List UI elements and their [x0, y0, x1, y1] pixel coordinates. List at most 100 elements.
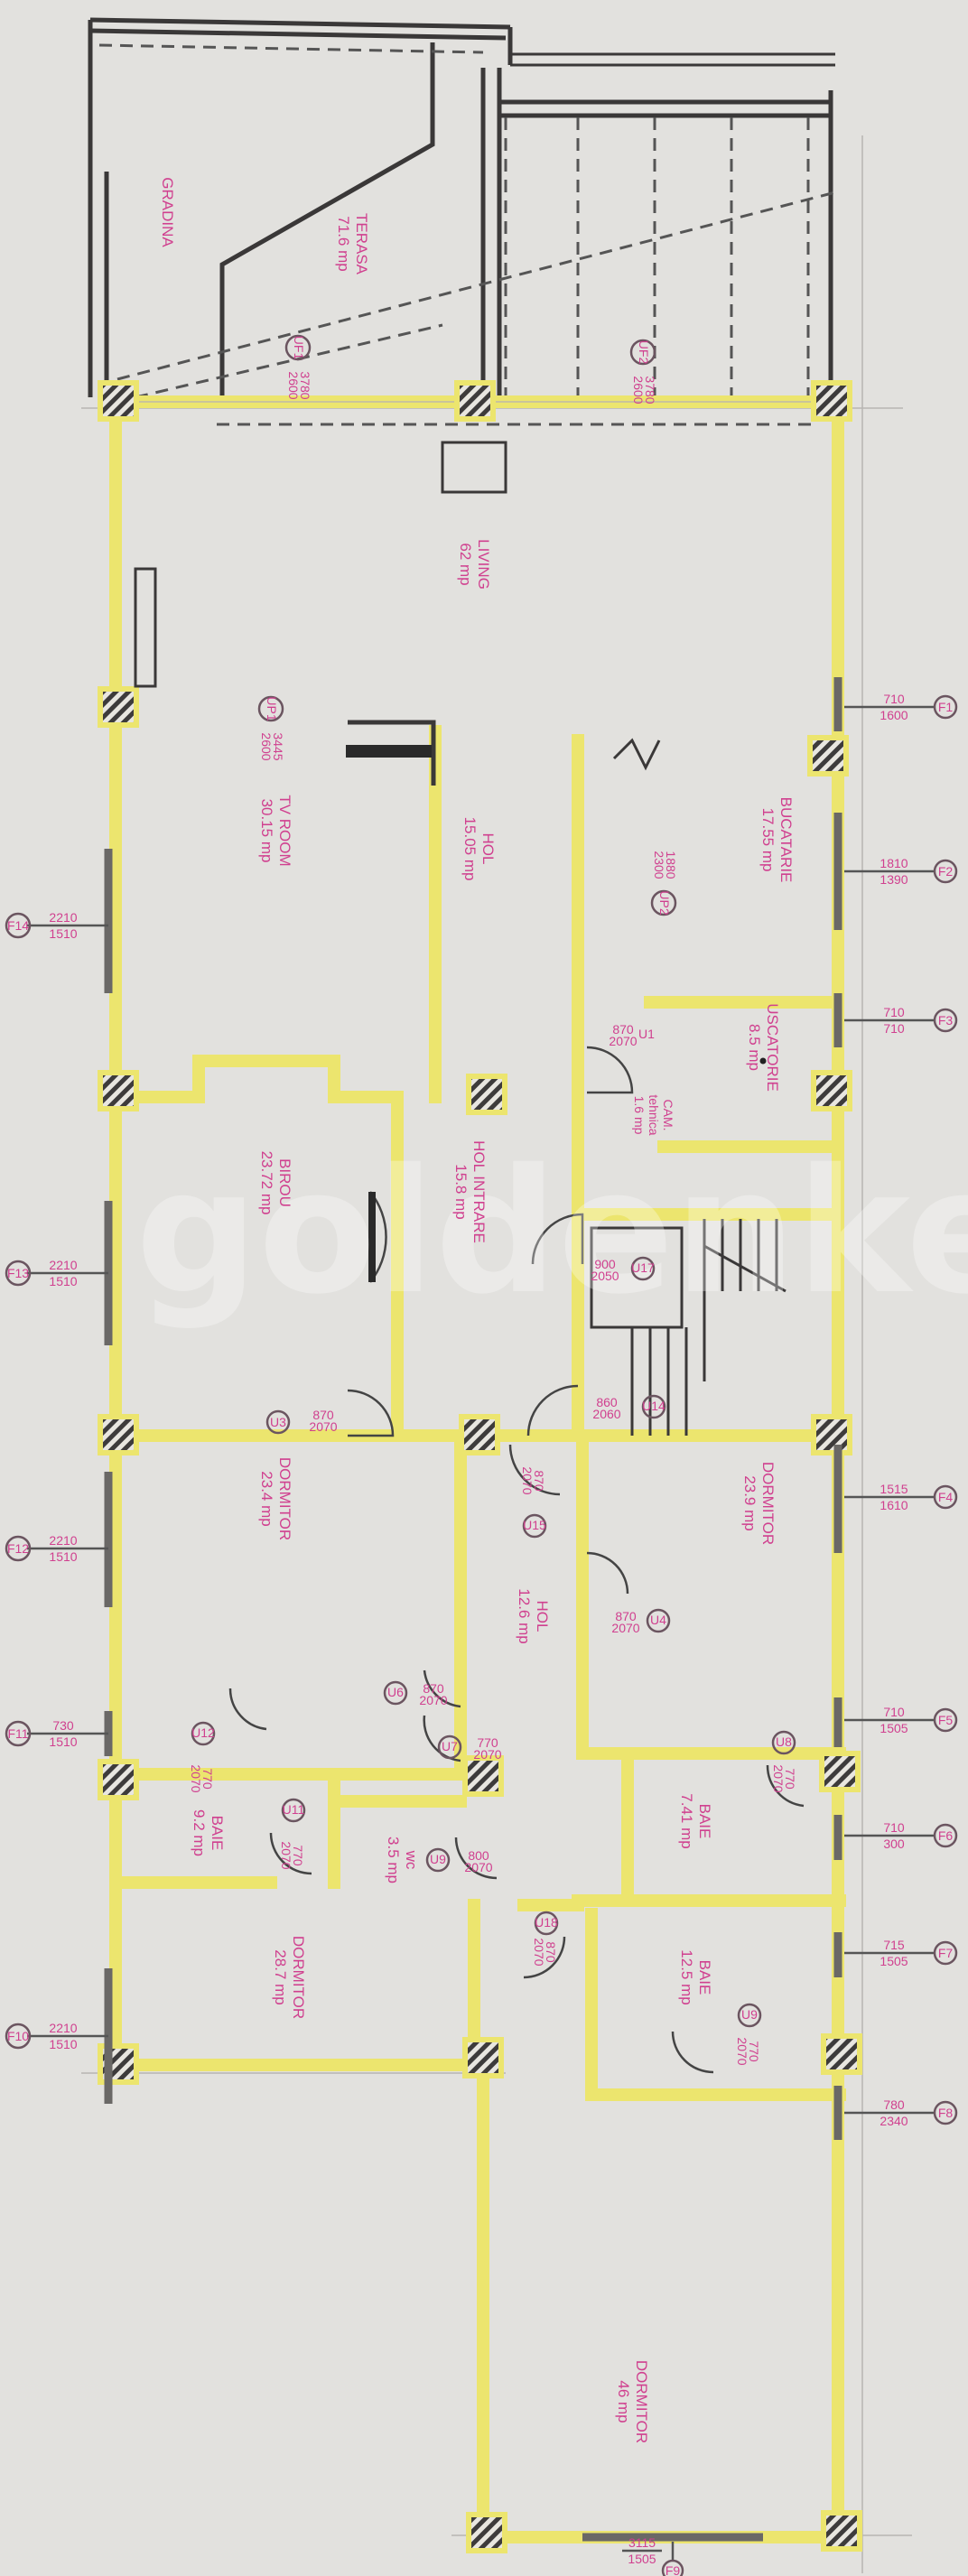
- windows-f1-w: 710: [883, 692, 905, 706]
- room-gradina: GRADINA: [159, 177, 176, 247]
- room-area: 3.5 mp: [385, 1837, 402, 1883]
- doors-u7-h: 2070: [473, 1747, 501, 1762]
- doors-u1-id: U1: [638, 1027, 655, 1041]
- doors-u11-h: 2070: [279, 1841, 293, 1869]
- watermark: [135, 1111, 968, 1345]
- doors-u15-w: 870: [532, 1470, 546, 1492]
- room-area: 15.8 mp: [452, 1164, 470, 1219]
- doors-u17-w: 900: [594, 1257, 616, 1271]
- doors-u4-id: U4: [650, 1613, 666, 1627]
- doors-u9-w: 800: [468, 1848, 489, 1863]
- room-name: BAIE: [696, 1960, 713, 1995]
- doors-u3-h: 2070: [309, 1419, 337, 1434]
- windows-f11-id: F11: [7, 1726, 28, 1741]
- windows-f5-h: 1505: [880, 1721, 908, 1735]
- room-name: wc: [403, 1850, 420, 1870]
- doors-u14-w: 860: [596, 1395, 618, 1409]
- doors-u14-id: U14: [642, 1399, 666, 1413]
- window-panes: [104, 677, 842, 2542]
- room-name: HOL INTRARE: [470, 1140, 488, 1243]
- room-name: LIVING: [475, 539, 492, 590]
- doors-u15-id: U15: [523, 1518, 546, 1532]
- windows-f6-w: 710: [883, 1820, 905, 1835]
- doors-u11-w: 770: [291, 1845, 305, 1866]
- room-area: 71.6 mp: [335, 216, 352, 271]
- room-area: 62 mp: [457, 543, 474, 585]
- doors-u18-h: 2070: [532, 1938, 546, 1966]
- doors-uf2-h: 2600: [631, 376, 646, 404]
- doors-uf1-w: 3780: [298, 371, 312, 399]
- windows-f2-id: F2: [938, 864, 954, 879]
- doors-u14-h: 2060: [592, 1407, 620, 1421]
- room-area: 1.6 mp: [632, 1096, 647, 1135]
- windows-f3-h: 710: [883, 1021, 905, 1036]
- doors-up2-w: 1880: [664, 851, 678, 879]
- room-area: 12.5 mp: [678, 1949, 695, 2004]
- room-name: BAIE: [209, 1816, 226, 1851]
- windows-f8-h: 2340: [880, 2114, 908, 2128]
- windows-f1-h: 1600: [880, 708, 908, 722]
- room-name: DORMITOR: [633, 2360, 650, 2443]
- windows-f5-id: F5: [938, 1713, 954, 1727]
- room-name: GRADINA: [159, 177, 176, 247]
- doors-u8-w: 770: [783, 1768, 797, 1790]
- room-area: 9.2 mp: [191, 1809, 208, 1856]
- room-name: DORMITOR: [276, 1457, 293, 1540]
- doors-up1-id: UP1: [265, 696, 279, 721]
- doors-u12-id: U12: [191, 1725, 215, 1740]
- windows-f2-h: 1390: [880, 872, 908, 887]
- doors-u1-h: 2070: [609, 1034, 637, 1048]
- doors-u17-h: 2050: [591, 1269, 619, 1283]
- windows-f9-id: F9: [666, 2563, 681, 2576]
- doors-u3-w: 870: [312, 1408, 334, 1422]
- doors-u1-w: 870: [612, 1022, 634, 1037]
- doors-u4-w: 870: [615, 1609, 637, 1623]
- windows-f14-w: 2210: [49, 910, 77, 925]
- windows-f1-id: F1: [938, 700, 954, 714]
- windows-f7-h: 1505: [880, 1954, 908, 1968]
- windows-f13-id: F13: [7, 1266, 29, 1280]
- doors-u11-id: U11: [283, 1802, 305, 1817]
- room-name: BUCATARIE: [777, 797, 795, 883]
- room-area: 46 mp: [615, 2380, 632, 2423]
- room-name: DORMITOR: [290, 1936, 307, 2019]
- windows-f11-h: 1510: [49, 1734, 77, 1749]
- doors-u6-h: 2070: [419, 1693, 447, 1707]
- windows-f12-id: F12: [7, 1541, 29, 1556]
- doors-u10-h: 2070: [735, 2037, 749, 2065]
- doors-uf2-w: 3780: [643, 376, 657, 404]
- windows-f6-h: 300: [883, 1837, 905, 1851]
- room-name: DORMITOR: [759, 1462, 777, 1545]
- doors-u7-id: U7: [442, 1739, 458, 1753]
- room-area: 17.55 mp: [759, 808, 777, 872]
- room-name: USCATORIE: [764, 1003, 781, 1092]
